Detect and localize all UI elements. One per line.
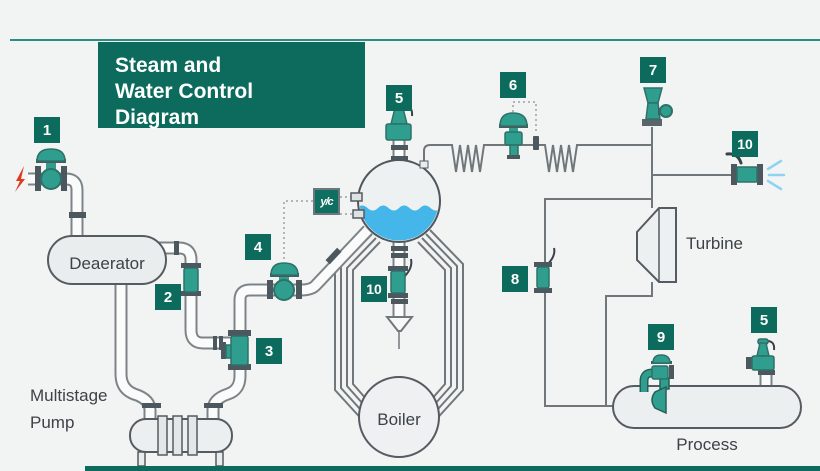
badge-10-blowdown: 10 (361, 276, 387, 302)
badge-5-process: 5 (751, 307, 777, 333)
signal-lines (283, 101, 537, 260)
badge-5-drum: 5 (386, 85, 412, 111)
valve-1-isolation (15, 148, 67, 192)
turbine-label: Turbine (686, 234, 744, 253)
steam-spray-icon (766, 159, 786, 191)
level-tap-lower (352, 209, 365, 219)
valve-4-feedwater-control (267, 262, 302, 301)
valve-3-tee (221, 330, 251, 370)
blowdown-funnel (384, 316, 415, 349)
turbine-exhaust-line (605, 282, 653, 406)
pressure-sensor (533, 136, 539, 150)
badge-9: 9 (648, 324, 674, 350)
badge-10-vent: 10 (732, 131, 758, 157)
level-controller: y/c (313, 188, 340, 215)
steam-drum (350, 159, 441, 243)
pump-label-line-1: Multistage (30, 386, 108, 405)
title-line-3: Diagram (115, 106, 200, 129)
pump-label-line-2: Pump (30, 413, 75, 432)
valve-8-bypass (534, 247, 556, 293)
multistage-pump-label: Multistage Pump (30, 382, 107, 436)
valve-2-inline (181, 263, 201, 296)
title-line-2: Water Control (115, 80, 254, 103)
boiler-body (358, 376, 440, 458)
steam-lines (423, 127, 734, 407)
valve-10-blowdown (388, 258, 413, 298)
deaerator-label: Deaerator (69, 254, 145, 273)
level-tap-upper (350, 192, 363, 202)
process-label: Process (676, 435, 738, 454)
multistage-pump-body (129, 415, 233, 467)
process-vessel (612, 385, 802, 429)
badge-8: 8 (502, 266, 528, 292)
badge-2: 2 (155, 284, 181, 310)
badge-6: 6 (500, 72, 526, 98)
deaerator-vessel (47, 235, 167, 285)
badge-7: 7 (640, 57, 666, 83)
power-flash-icon (15, 166, 25, 192)
badge-1: 1 (34, 117, 60, 143)
superheater-coil-line (423, 144, 652, 173)
title-line-1: Steam and (115, 54, 222, 77)
badge-3: 3 (256, 338, 282, 364)
valve-9-process-injection (639, 354, 674, 415)
top-rule (10, 39, 820, 41)
valve-6-pressure-control (499, 112, 539, 159)
badge-4: 4 (245, 234, 271, 260)
turbine-body (636, 207, 677, 283)
valve-5-process-safety (746, 338, 776, 371)
valve-10-atmospheric-vent (725, 152, 786, 191)
turbine-bypass-line (544, 198, 652, 407)
boiler-label: Boiler (377, 410, 421, 429)
valve-7-vent (642, 87, 673, 126)
diagram-title: Steam and Water Control Diagram (98, 42, 365, 129)
bottom-bar (85, 466, 820, 471)
